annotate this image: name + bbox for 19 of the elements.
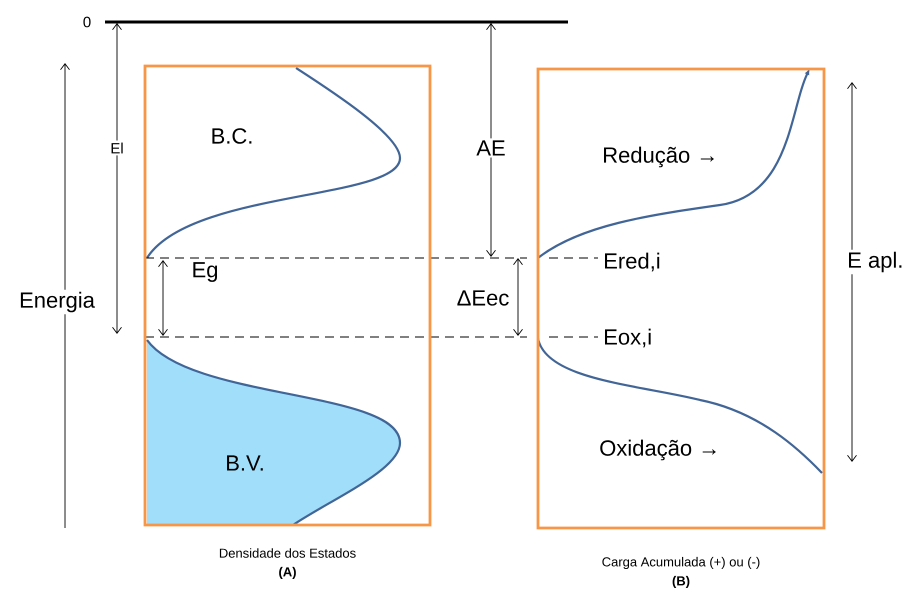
band-label: B.V. bbox=[227, 455, 263, 471]
panel-frame bbox=[536, 68, 826, 530]
dimension-label: AE bbox=[474, 138, 508, 158]
level-label: Ered,i bbox=[605, 252, 660, 272]
band-label: B.C. bbox=[212, 128, 252, 144]
dimension-label: ΔEec bbox=[457, 290, 509, 306]
level-label: Eox,i bbox=[605, 328, 651, 348]
process-label: Oxidação → bbox=[600, 440, 716, 460]
axis-label: Energia bbox=[17, 290, 97, 314]
level-label: 0 bbox=[83, 16, 91, 28]
node-label: Carga Acumulada (+) ou (-) bbox=[602, 556, 760, 570]
dimension-label: E apl. bbox=[845, 250, 906, 274]
dimension-label: El bbox=[108, 140, 126, 156]
process-label: Redução → bbox=[604, 146, 714, 168]
node-label: (A) bbox=[279, 566, 296, 580]
node-label: (B) bbox=[672, 576, 690, 588]
panel-frame bbox=[144, 64, 432, 526]
dimension-label: Eg bbox=[193, 262, 218, 282]
node-label: Densidade dos Estados bbox=[220, 548, 356, 558]
